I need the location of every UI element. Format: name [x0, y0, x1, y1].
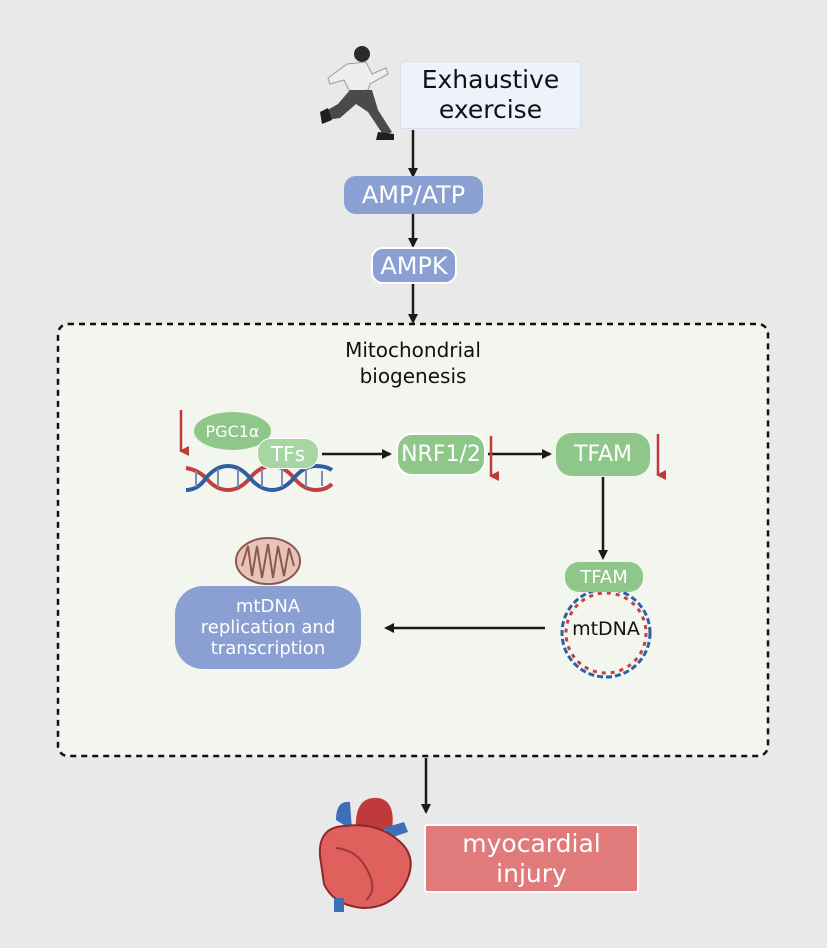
heart-icon: [318, 797, 412, 912]
amp-atp-node: AMP/ATP: [344, 176, 483, 214]
exercise-label: Exhaustive exercise: [421, 65, 560, 124]
tfs-node: TFs: [257, 438, 319, 469]
tfam-node: TFAM: [556, 433, 650, 476]
exercise-box: Exhaustive exercise: [400, 61, 581, 129]
injury-box: myocardial injury: [424, 824, 639, 893]
mtdna-text: mtDNA: [566, 618, 646, 640]
tfam-label: TFAM: [573, 442, 633, 467]
amp-atp-label: AMP/ATP: [361, 181, 466, 209]
ampk-label: AMPK: [380, 251, 448, 280]
dna-helix-icon: [185, 463, 334, 493]
tfam-bound-node: TFAM: [565, 562, 643, 592]
replication-node: mtDNA replication and transcription: [175, 586, 361, 669]
mito-biogenesis-title: Mitochondrial biogenesis: [320, 337, 506, 389]
replication-label: mtDNA replication and transcription: [200, 596, 336, 659]
tfs-label: TFs: [270, 441, 306, 466]
nrf-label: NRF1/2: [401, 442, 481, 467]
nrf-node: NRF1/2: [396, 433, 486, 476]
pgc1a-label: PGC1α: [205, 421, 260, 441]
injury-label: myocardial injury: [462, 828, 601, 888]
mtdna-label: mtDNA: [572, 618, 640, 640]
mitochondrion-icon: [235, 537, 301, 585]
tfam-bound-label: TFAM: [580, 566, 628, 588]
mito-biogenesis-title-text: Mitochondrial biogenesis: [345, 338, 481, 388]
runner-icon: [320, 46, 394, 140]
ampk-node: AMPK: [371, 247, 457, 284]
